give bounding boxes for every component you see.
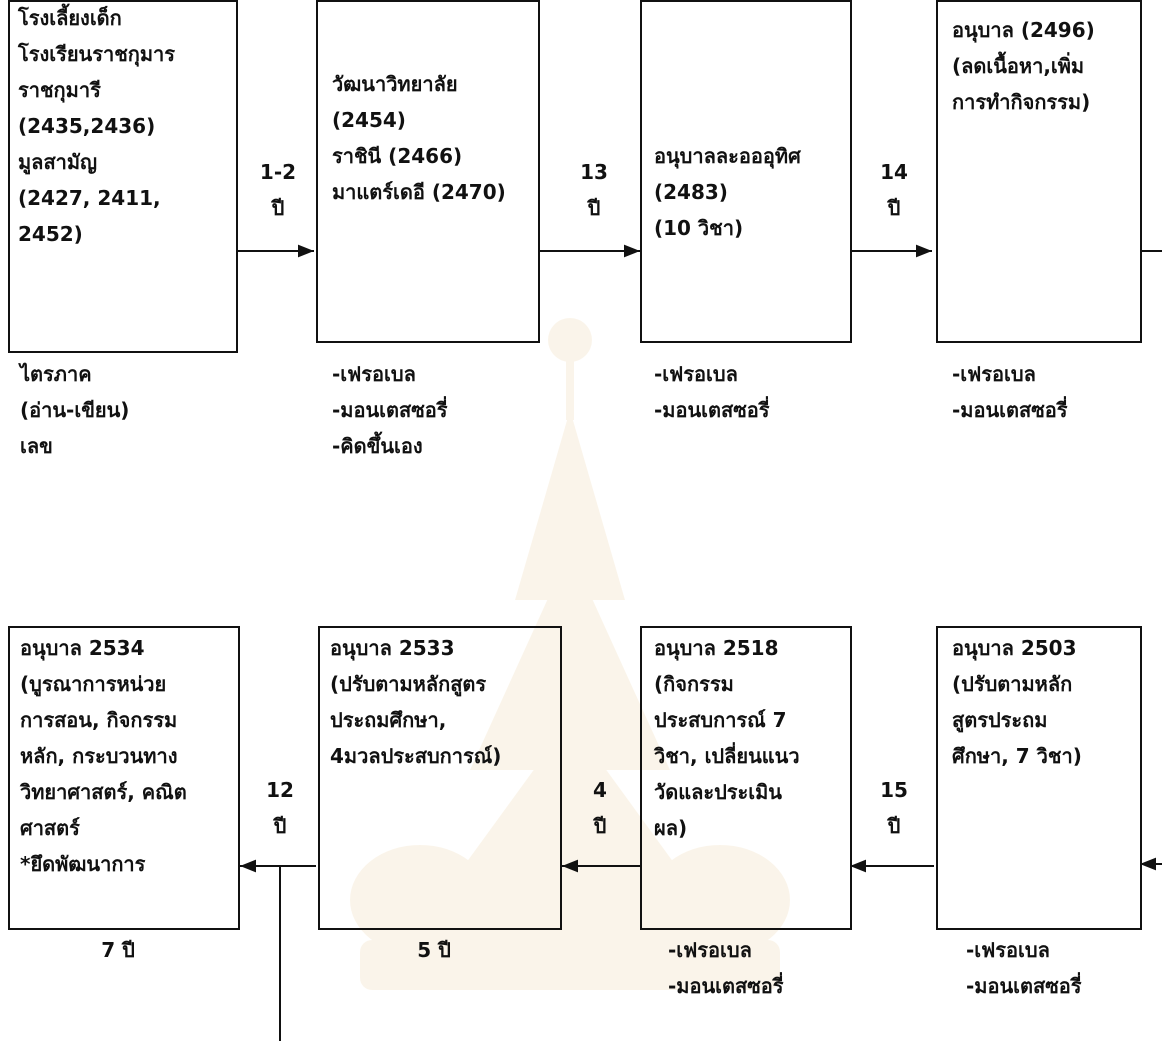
box-laor-utis-notes: -เฟรอเบล -มอนเตสซอรี่ [654, 362, 770, 422]
box-wattana [316, 0, 540, 343]
box-early-schools [8, 0, 238, 353]
box-anuban-2503-text: อนุบาล 2503 (ปรับตามหลัก สูตรประถม ศึกษา… [952, 636, 1082, 768]
box-anuban-2518-notes: -เฟรอเบล -มอนเตสซอรี่ [668, 938, 784, 998]
box-anuban-2534-duration: 7 ปี [101, 938, 135, 962]
box-anuban-2533 [318, 626, 562, 930]
box-anuban-2533-duration: 5 ปี [417, 938, 451, 962]
box-early-schools-notes: ไตรภาค (อ่าน-เขียน) เลข [20, 362, 130, 458]
box-anuban-2534 [8, 626, 240, 930]
box-anuban-2518-text: อนุบาล 2518 (กิจกรรม ประสบการณ์ 7 วิชา, … [654, 636, 800, 840]
box-anuban-2496-text: อนุบาล (2496) (ลดเนื้อหา,เพิ่ม การทำกิจก… [952, 18, 1095, 114]
emblem-watermark [350, 318, 790, 990]
box-anuban-2496 [936, 0, 1142, 343]
box-laor-utis [640, 0, 852, 343]
box-wattana-notes: -เฟรอเบล -มอนเตสซอรี่ -คิดขึ้นเอง [332, 362, 448, 458]
box-anuban-2518 [640, 626, 852, 930]
box-anuban-2534-text: อนุบาล 2534 (บูรณาการหน่วย การสอน, กิจกร… [20, 636, 187, 876]
box-wattana-text: วัฒนาวิทยาลัย (2454) ราชินี (2466) มาแตร… [332, 72, 506, 204]
box-anuban-2503-notes: -เฟรอเบล -มอนเตสซอรี่ [966, 938, 1082, 998]
box-anuban-2496-notes: -เฟรอเบล -มอนเตสซอรี่ [952, 362, 1068, 422]
box-laor-utis-text: อนุบาลละอออุทิศ (2483) (10 วิชา) [654, 144, 801, 240]
box-early-schools-text: โรงเลี้ยงเด็ก โรงเรียนราชกุมาร ราชกุมารี… [18, 6, 176, 246]
box-anuban-2533-text: อนุบาล 2533 (ปรับตามหลักสูตร ประถมศึกษา,… [330, 636, 502, 768]
box-anuban-2503 [936, 626, 1142, 930]
